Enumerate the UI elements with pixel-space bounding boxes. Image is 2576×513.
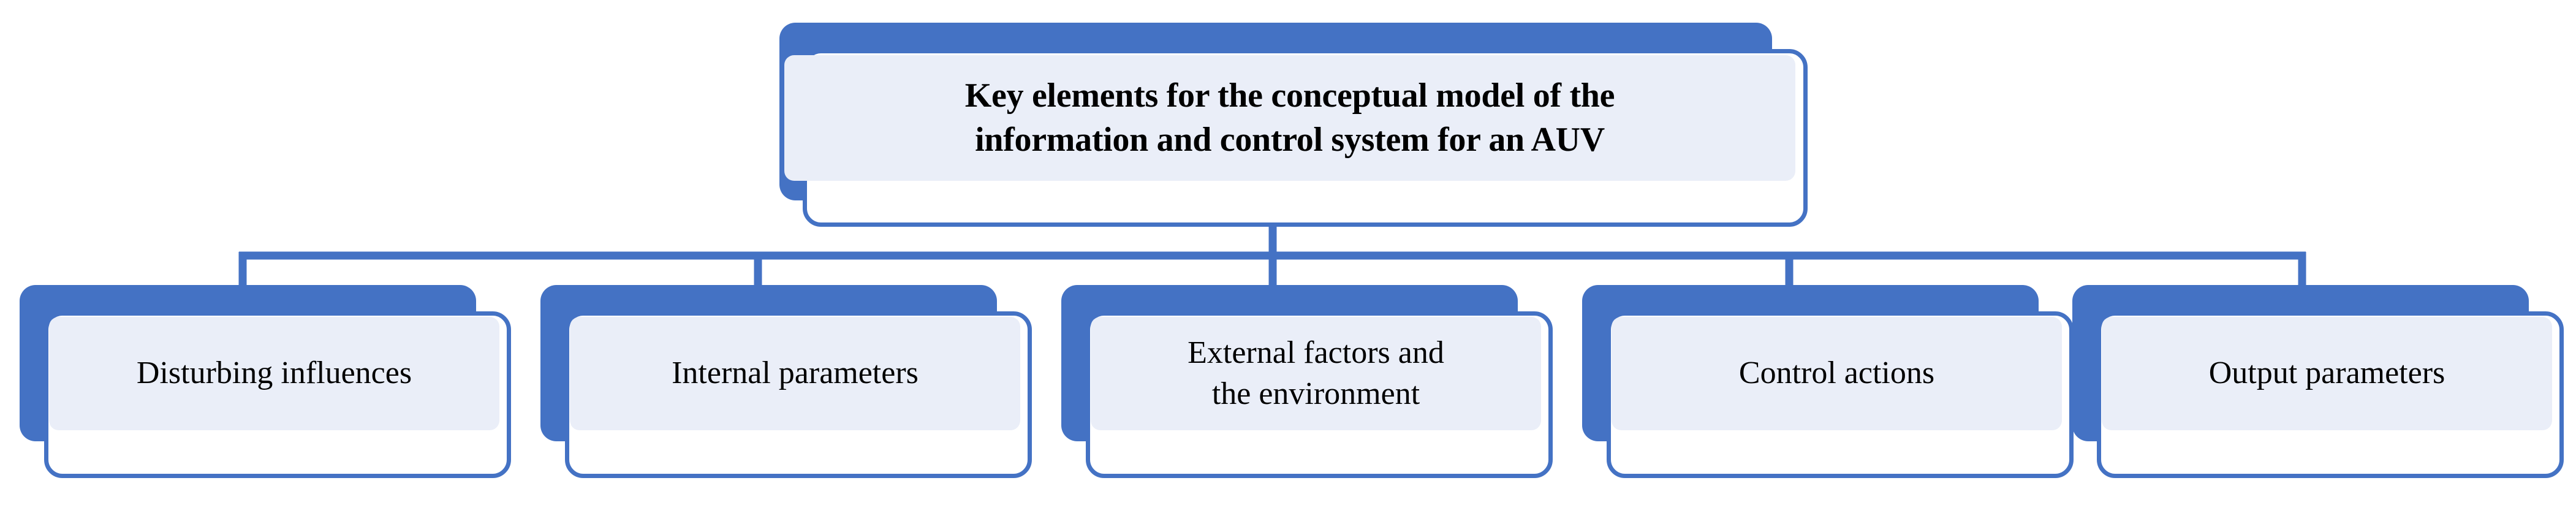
root-node-inner-fill	[784, 55, 1795, 181]
node-control-actions[interactable]: Control actions	[1582, 285, 2085, 506]
node-inner-fill	[1612, 317, 2062, 430]
node-label: Output parameters	[2208, 355, 2445, 391]
root-node-key-elements[interactable]: Key elements for the conceptual model of…	[779, 23, 1815, 234]
node-internal-parameters[interactable]: Internal parameters	[540, 285, 1043, 506]
node-inner-fill	[49, 317, 499, 430]
node-external-factors-and-environment[interactable]: External factors and the environment	[1061, 285, 1564, 506]
node-label: External factors and the environment	[1188, 335, 1444, 411]
node-label: Disturbing influences	[136, 355, 412, 391]
node-inner-fill	[570, 317, 1020, 430]
node-disturbing-influences[interactable]: Disturbing influences	[20, 285, 522, 506]
node-label: Internal parameters	[672, 355, 919, 391]
node-label: Control actions	[1738, 355, 1935, 391]
node-inner-fill	[2102, 317, 2552, 430]
node-inner-fill	[1091, 317, 1541, 430]
root-node-label: Key elements for the conceptual model of…	[964, 76, 1615, 159]
node-output-parameters[interactable]: Output parameters	[2072, 285, 2575, 506]
